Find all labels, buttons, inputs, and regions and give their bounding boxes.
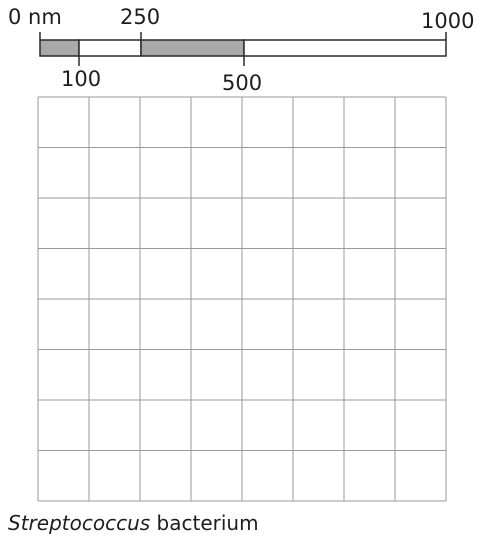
caption-rest: bacterium	[150, 511, 259, 535]
caption: Streptococcus bacterium	[8, 513, 259, 533]
scale-label-250: 250	[120, 5, 161, 29]
caption-species: Streptococcus	[8, 511, 151, 535]
scale-label-0: 0 nm	[8, 5, 62, 29]
scale-label-100: 100	[61, 67, 102, 91]
scale-bar-graphic	[39, 32, 447, 66]
scale-segment-3	[243, 39, 447, 57]
scale-label-1000: 1000	[421, 9, 475, 33]
scale-label-500: 500	[222, 71, 263, 95]
